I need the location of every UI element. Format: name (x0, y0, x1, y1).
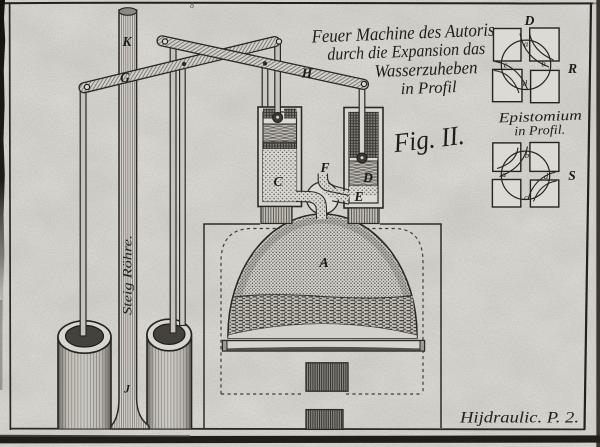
svg-text:H: H (301, 66, 313, 81)
svg-text:E: E (353, 189, 363, 204)
svg-text:in Profil.: in Profil. (514, 122, 565, 139)
svg-text:K: K (121, 34, 132, 49)
svg-text:D: D (524, 13, 535, 28)
svg-text:A: A (318, 256, 328, 271)
svg-text:a: a (502, 169, 506, 179)
svg-text:b: b (525, 150, 529, 160)
svg-text:F: F (319, 160, 329, 175)
svg-text:Epistomium: Epistomium (497, 109, 582, 127)
svg-text:d: d (523, 78, 528, 88)
svg-text:G: G (120, 70, 130, 85)
svg-text:c: c (504, 60, 508, 70)
svg-text:d: d (544, 171, 549, 181)
svg-text:C: C (273, 174, 283, 189)
svg-text:a: a (524, 39, 528, 49)
svg-text:J: J (123, 382, 131, 396)
svg-text:Steig Röhre.: Steig Röhre. (120, 235, 135, 315)
svg-text:D: D (362, 170, 373, 185)
svg-text:b: b (541, 59, 545, 69)
svg-text:S: S (568, 168, 576, 183)
svg-text:c: c (524, 192, 528, 202)
svg-text:Wasserzuheben: Wasserzuheben (374, 57, 478, 81)
svg-text:R: R (567, 61, 577, 76)
svg-text:8: 8 (190, 1, 194, 10)
svg-text:Hijdraulic. P. 2.: Hijdraulic. P. 2. (459, 410, 579, 427)
svg-text:in Profil: in Profil (400, 77, 457, 98)
